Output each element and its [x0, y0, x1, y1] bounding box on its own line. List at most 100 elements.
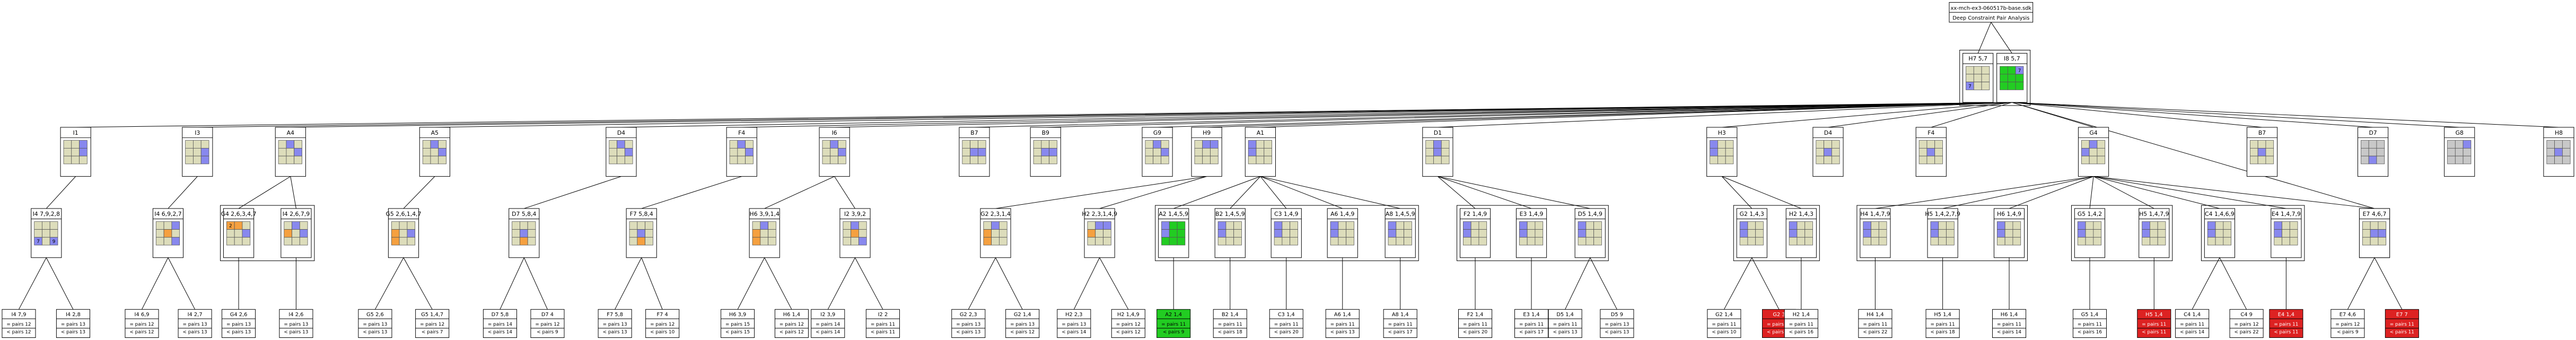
grid-cell	[1934, 148, 1943, 156]
grid-cell	[407, 221, 416, 230]
grid-cell	[1981, 82, 1990, 90]
grid-cell	[42, 237, 50, 246]
grid-cell	[278, 148, 287, 156]
grid-cell	[2142, 229, 2150, 238]
grid-cell	[1816, 148, 1824, 156]
tree-edge	[2093, 176, 2154, 209]
grid-cell	[822, 148, 831, 156]
leaf-pairs-line: = pairs 11	[1789, 322, 1813, 327]
constraint-node: A1	[1245, 127, 1276, 177]
tree-edge	[1206, 102, 2012, 128]
leaf-pairs-line: < pairs 12	[6, 330, 31, 335]
tree-edge	[1438, 102, 2012, 128]
grid-cell	[729, 148, 738, 156]
grid-cell	[1755, 229, 1764, 238]
leaf-pairs-line: = pairs 15	[725, 322, 750, 327]
tree-edge	[1565, 257, 1591, 310]
constraint-node: I8 5,77	[1996, 53, 2028, 103]
grid-cell	[1388, 229, 1397, 238]
leaf-label: G2 3	[1773, 312, 1785, 318]
leaf-box	[1514, 309, 1549, 338]
grid-cell	[2097, 140, 2106, 149]
leaf-pairs-line: = pairs 11	[1218, 322, 1242, 327]
grid-cell	[2004, 221, 2013, 230]
grid-cell	[1256, 148, 1265, 156]
leaf-pairs-line: = pairs 11	[1767, 322, 1791, 327]
tree-edge	[2219, 257, 2247, 310]
grid-cell	[2361, 148, 2369, 156]
grid-cell	[278, 155, 287, 164]
grid-cell	[1535, 221, 1544, 230]
grid-cell	[629, 221, 638, 230]
tree-edge	[19, 257, 47, 310]
grid-cell	[838, 155, 846, 164]
grid-cell-digit: 7	[37, 239, 40, 245]
grid-cell	[2376, 140, 2385, 149]
leaf-pairs-line: = pairs 11	[2142, 322, 2166, 327]
grid-cell	[1725, 155, 1734, 164]
grid-cell	[1177, 221, 1186, 230]
grid-cell	[2093, 229, 2102, 238]
grid-cell	[1585, 221, 1594, 230]
grid-cell	[2546, 148, 2555, 156]
grid-cell	[1966, 66, 1974, 75]
grid-cell	[2554, 155, 2563, 164]
leaf-pairs-line: = pairs 11	[1330, 322, 1355, 327]
grid-cell	[2215, 237, 2224, 246]
leaf-node: D5 1,4= pairs 11< pairs 13	[1548, 309, 1582, 338]
grid-cell	[438, 140, 446, 149]
leaf-label: I2 2	[878, 312, 888, 318]
grid-cell	[1878, 229, 1887, 238]
leaf-label: I4 6,9	[135, 312, 150, 318]
grid-cell	[1161, 155, 1169, 164]
grid-cell	[1033, 155, 1042, 164]
grid-cell	[1338, 221, 1347, 230]
node-label: G8	[2456, 129, 2464, 136]
grid-cell	[1194, 155, 1203, 164]
grid-cell	[2274, 237, 2282, 246]
grid-cell	[71, 140, 80, 149]
constraint-node: F2 1,4,9	[1459, 208, 1491, 258]
leaf-box	[178, 309, 212, 338]
leaf-pairs-line: < pairs 10	[650, 330, 674, 335]
leaf-pairs-line: < pairs 11	[1767, 330, 1791, 335]
grid-cell	[286, 140, 295, 149]
grid-cell	[200, 140, 209, 149]
grid-cell	[2015, 82, 2024, 90]
grid-cell	[1049, 155, 1057, 164]
leaf-pairs-line: = pairs 11	[1553, 322, 1578, 327]
grid-cell	[1755, 237, 1764, 246]
grid-cell	[2289, 229, 2298, 238]
grid-cell	[2370, 229, 2379, 238]
leaf-label: F2 1,4	[1467, 312, 1484, 318]
leaf-node: H5 1,4= pairs 11< pairs 11	[2137, 309, 2171, 338]
node-label: G5 2,6,1,4,7	[386, 211, 422, 217]
grid-cell	[1918, 140, 1927, 149]
grid-cell	[1330, 229, 1339, 238]
grid-cell	[1041, 155, 1050, 164]
grid-cell	[1049, 140, 1057, 149]
leaf-pairs-line: = pairs 11	[1161, 322, 1186, 327]
grid-cell	[858, 237, 867, 246]
leaf-pairs-line: < pairs 14	[1062, 330, 1086, 335]
grid-cell	[2370, 237, 2379, 246]
grid-cell	[292, 229, 300, 238]
leaf-node: D5 9= pairs 13< pairs 13	[1600, 309, 1634, 338]
grid-cell	[2097, 148, 2106, 156]
grid-cell	[234, 229, 243, 238]
node-label: I4 2,6,7,9	[283, 211, 310, 217]
leaf-box	[774, 309, 809, 338]
grid-cell	[1871, 229, 1879, 238]
grid-cell	[977, 148, 986, 156]
grid-cell	[645, 221, 653, 230]
grid-cell	[193, 148, 201, 156]
grid-cell-digit: 7	[1968, 84, 1972, 89]
leaf-label: B2 1,4	[1222, 312, 1239, 318]
grid-cell	[629, 237, 638, 246]
grid-cell	[822, 140, 831, 149]
constraint-node: D7 5,8,4	[509, 208, 540, 258]
tree-edge	[1751, 257, 1780, 310]
grid-cell	[1217, 221, 1226, 230]
grid-cell	[1930, 221, 1939, 230]
leaf-box	[56, 309, 90, 338]
